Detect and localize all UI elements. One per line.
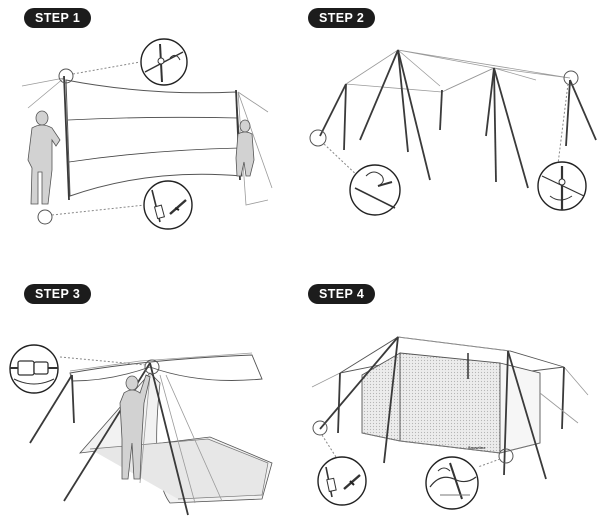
- step-2-pole-top-detail: [537, 161, 587, 211]
- step-4-stake-detail: [317, 456, 367, 506]
- tent-brand-mark: Snowline: [468, 445, 486, 450]
- step-2-illustration: [309, 49, 597, 216]
- right-corner-marker: [563, 70, 579, 86]
- step-1-panel: STEP 1: [0, 0, 300, 262]
- step-2-badge: STEP 2: [308, 8, 376, 28]
- left-corner-marker: [312, 420, 328, 436]
- step-4-badge: STEP 4: [308, 284, 376, 304]
- step-4-illustration: Snowline: [311, 336, 589, 510]
- step-1-illustration: [21, 38, 273, 230]
- person-left-figure: [27, 110, 61, 205]
- step-3-illustration: [9, 344, 273, 516]
- step-3-badge: STEP 3: [24, 284, 92, 304]
- person-figure: [119, 374, 151, 480]
- step-2-panel: STEP 2: [300, 0, 600, 262]
- right-corner-marker: [498, 448, 514, 464]
- step-4-panel: STEP 4 Snowline: [300, 263, 600, 525]
- step-1-stake-detail: [143, 180, 193, 230]
- step-1-badge: STEP 1: [24, 8, 92, 28]
- step-2-peg-detail: [349, 164, 401, 216]
- step-4-ground-detail: [425, 456, 479, 510]
- step-3-panel: STEP 3: [0, 263, 300, 525]
- top-junction-marker: [144, 359, 160, 375]
- left-corner-marker: [309, 129, 327, 147]
- step-3-buckle-detail: [9, 344, 59, 394]
- person-right-figure: [235, 119, 255, 177]
- step-1-pole-tip-detail: [140, 38, 188, 86]
- bottom-corner-marker: [37, 209, 53, 225]
- top-corner-marker: [58, 68, 74, 84]
